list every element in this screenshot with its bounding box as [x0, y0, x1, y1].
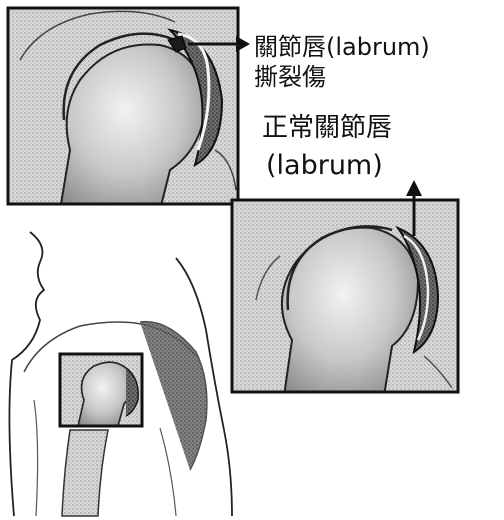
normal-labrum-label-line2: (labrum)	[266, 150, 383, 181]
torn-labrum-label-line2: 撕裂傷	[254, 64, 326, 92]
normal-labrum-inset	[232, 200, 458, 396]
torn-labrum-label: 關節唇(labrum)	[254, 34, 430, 62]
shoulder-location-box	[60, 354, 142, 426]
normal-labrum-label: 正常關節唇	[262, 114, 392, 144]
torn-labrum-inset	[8, 8, 238, 210]
